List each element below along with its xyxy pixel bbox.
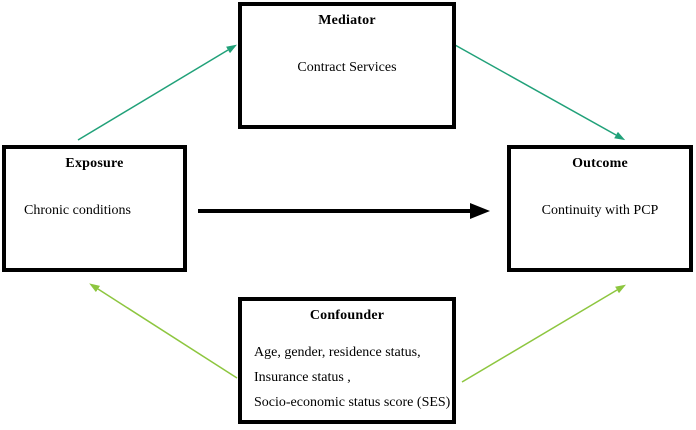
mediator-content: Contract Services [297,60,397,75]
confounder-title: Confounder [309,308,385,323]
outcome-content: Continuity with PCP [541,203,659,218]
arrow-confounder-to-exposure [89,283,238,379]
outcome-box: Outcome Continuity with PCP [507,145,693,272]
arrow-exposure-to-mediator [77,44,238,141]
exposure-content: Chronic conditions [24,203,131,218]
arrow-mediator-to-outcome [454,44,626,141]
confounder-content: Age, gender, residence status, Insurance… [242,340,452,415]
confounder-line-1: Age, gender, residence status, [254,345,421,360]
exposure-title: Exposure [65,156,124,171]
mediator-box: Mediator Contract Services [238,2,456,129]
exposure-box: Exposure Chronic conditions [2,145,187,272]
confounder-line-2: Insurance status , [254,370,351,385]
confounder-box: Confounder Age, gender, residence status… [238,297,456,424]
mediator-title: Mediator [318,13,376,28]
outcome-title: Outcome [572,156,628,171]
arrow-confounder-to-outcome [461,284,627,383]
confounder-line-3: Socio-economic status score (SES) [254,395,451,410]
